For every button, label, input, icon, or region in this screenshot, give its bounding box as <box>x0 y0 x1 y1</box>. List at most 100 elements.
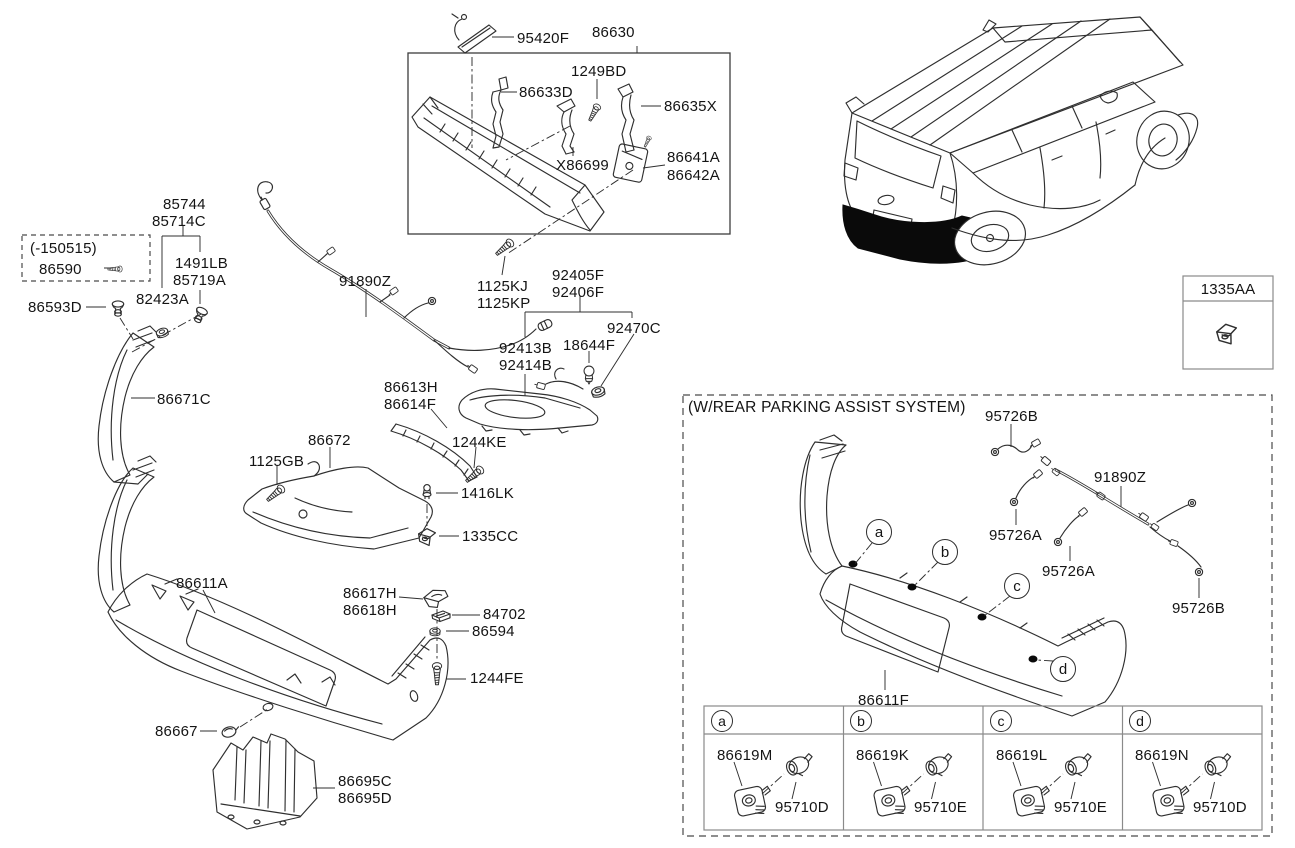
flat-clip-icon <box>431 610 451 623</box>
bulb-icon <box>583 365 595 385</box>
rail-assembly-box <box>407 13 731 255</box>
part-label-92406F: 92406F <box>552 284 605 301</box>
part-label-86642A: 86642A <box>667 167 720 184</box>
part-label-1491LB: 1491LB <box>175 255 228 272</box>
part-label-86613H: 86613H <box>384 379 438 396</box>
part-label-86611F: 86611F <box>858 692 909 709</box>
table-bracket-part-a: 86619M <box>717 747 773 764</box>
connector-icon <box>1038 453 1052 467</box>
part-label-1416LK: 1416LK <box>461 485 514 502</box>
parking-sensor-icon <box>923 751 958 781</box>
connector-icon <box>465 362 479 375</box>
sensor-bracket-icon <box>872 783 915 820</box>
part-label-86593D: 86593D <box>28 299 82 316</box>
table-bracket-part-d: 86619N <box>1135 747 1189 764</box>
screw-icon <box>585 102 603 123</box>
callout-c: c <box>1004 573 1030 599</box>
sensor-bracket-icon <box>1151 783 1194 820</box>
part-label-92414B: 92414B <box>499 357 552 374</box>
ring-terminal-icon <box>1187 498 1197 508</box>
part-label-85719A: 85719A <box>173 272 226 289</box>
ring-terminal-icon <box>1194 567 1204 577</box>
table-callout-c: c <box>990 710 1012 732</box>
part-label-91890Z: 91890Z <box>339 273 392 290</box>
callout-d: d <box>1050 656 1076 682</box>
table-sensor-part-c: 95710E <box>1054 799 1107 816</box>
callout-b: b <box>932 539 958 565</box>
part-label-95726B-top: 95726B <box>985 408 1038 425</box>
parking-sensor-icon <box>783 751 818 781</box>
bolt-icon <box>431 662 443 686</box>
part-label-18644F: 18644F <box>563 337 616 354</box>
screw-icon <box>642 135 653 149</box>
part-label-86695D: 86695D <box>338 790 392 807</box>
part-label-86614F: 86614F <box>384 396 437 413</box>
part-label-1249BD: 1249BD <box>571 63 627 80</box>
part-label-95420F: 95420F <box>517 30 570 47</box>
parking-assist-section <box>682 394 1273 837</box>
part-label-92413B: 92413B <box>499 340 552 357</box>
parking-assist-header: (W/REAR PARKING ASSIST SYSTEM) <box>688 399 966 416</box>
part-label-86672: 86672 <box>308 432 351 449</box>
part-label-86617H: 86617H <box>343 585 397 602</box>
pushpin-icon <box>422 484 432 500</box>
part-label-92470C: 92470C <box>607 320 661 337</box>
part-label-86611A: 86611A <box>176 575 228 592</box>
part-label-1125GB: 1125GB <box>249 453 305 470</box>
part-label-82423A: 82423A <box>136 291 189 308</box>
spring-clip-icon <box>417 528 437 547</box>
part-label-1335CC: 1335CC <box>462 528 519 545</box>
callout-a: a <box>866 519 892 545</box>
part-label-1244FE: 1244FE <box>470 670 524 687</box>
table-bracket-part-b: 86619K <box>856 747 909 764</box>
vehicle-sketch <box>842 16 1199 266</box>
part-label-86594: 86594 <box>472 623 515 640</box>
plug-icon <box>220 723 242 740</box>
bracket-clip-icon <box>422 587 450 610</box>
connector-icon <box>1030 468 1044 481</box>
table-callout-d: d <box>1129 710 1151 732</box>
part-label-1244KE: 1244KE <box>452 434 507 451</box>
part-label-84702: 84702 <box>483 606 526 623</box>
parking-sensor-icon <box>1202 751 1237 781</box>
date-note-label: (-150515) <box>30 240 97 257</box>
connector-icon <box>1148 521 1160 532</box>
ring-terminal-icon <box>427 296 437 306</box>
connector-icon <box>533 381 547 391</box>
part-label-86618H: 86618H <box>343 602 397 619</box>
connector-icon <box>1049 466 1061 477</box>
part-label-85744: 85744 <box>163 196 206 213</box>
clip-1335AA-box <box>1182 275 1274 370</box>
round-connector-icon <box>536 317 554 333</box>
part-label-95726A-mid: 95726A <box>1042 563 1095 580</box>
part-label-95726B-right: 95726B <box>1172 600 1225 617</box>
nut-icon <box>590 384 607 400</box>
table-callout-b: b <box>850 710 872 732</box>
part-label-91890Z-pas: 91890Z <box>1094 469 1147 486</box>
table-sensor-part-b: 95710E <box>914 799 967 816</box>
part-label-95726A-left: 95726A <box>989 527 1042 544</box>
part-label-1335AA: 1335AA <box>1200 281 1256 298</box>
part-label-86635X: 86635X <box>664 98 717 115</box>
part-label-86641A: 86641A <box>667 149 720 166</box>
table-sensor-part-a: 95710D <box>775 799 829 816</box>
ring-terminal-icon <box>1009 497 1019 507</box>
part-label-1125KP: 1125KP <box>477 295 531 312</box>
pushpin-icon <box>111 300 125 317</box>
part-label-86671C: 86671C <box>157 391 211 408</box>
part-label-86590: 86590 <box>39 261 82 278</box>
part-label-1125KJ: 1125KJ <box>477 278 528 295</box>
part-label-86633D: 86633D <box>519 84 573 101</box>
table-bracket-part-c: 86619L <box>996 747 1048 764</box>
part-label-86630: 86630 <box>592 24 635 41</box>
ring-terminal-icon <box>1053 537 1063 547</box>
part-label-85714C: 85714C <box>152 213 206 230</box>
table-sensor-part-d: 95710D <box>1193 799 1247 816</box>
screw-icon <box>107 265 123 273</box>
part-label-X86699: X86699 <box>556 157 609 174</box>
grommet-nut-icon <box>429 627 441 637</box>
sensor-bracket-icon <box>733 783 776 820</box>
center-group <box>97 181 635 830</box>
